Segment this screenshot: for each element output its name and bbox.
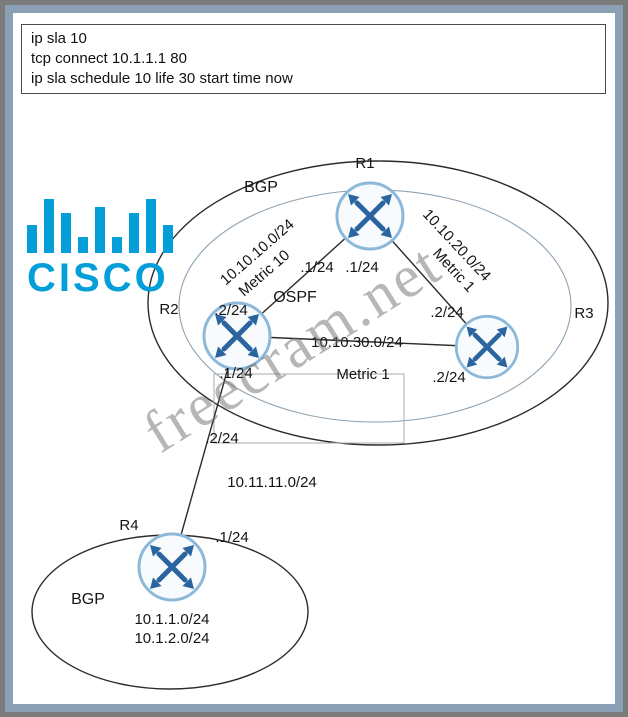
link-r2-r4	[171, 335, 238, 568]
bgp-network-2-label: 10.1.2.0/24	[134, 630, 209, 647]
bgp-bottom-label: BGP	[71, 591, 105, 608]
router-icon-r1	[337, 183, 403, 249]
cli-line-1: ip sla 10	[31, 30, 87, 47]
r2-interface-to-r3-label: .1/24	[219, 365, 252, 382]
cisco-logo-text: CISCO	[27, 256, 169, 300]
bgp-network-1-label: 10.1.1.0/24	[134, 611, 209, 628]
network-diagram: BGP OSPF BGP R1 R2 R3 R4 10.10.10.0/24 M…	[31, 155, 609, 690]
r3-interface-to-r1-label: .2/24	[430, 304, 463, 321]
router-icon-r4	[139, 534, 205, 600]
r2-r3-network-label: 10.10.30.0/24	[311, 334, 403, 351]
link-r2-r3	[236, 335, 488, 348]
router-label-r4: R4	[119, 517, 138, 534]
highlight-box	[213, 373, 405, 444]
bgp-area-ellipse	[147, 160, 609, 446]
r2-interface-to-r1-label: .2/24	[214, 302, 247, 319]
r2-r3-metric-label: Metric 1	[336, 366, 389, 383]
cli-config-box: ip sla 10 tcp connect 10.1.1.1 80 ip sla…	[21, 24, 606, 94]
cisco-logo: CISCO	[27, 199, 197, 300]
r3-interface-to-r2-label: .2/24	[432, 369, 465, 386]
r4-interface-to-r2-label: .1/24	[215, 529, 248, 546]
inner-frame: BGP OSPF BGP R1 R2 R3 R4 10.10.10.0/24 M…	[5, 5, 623, 712]
bgp-top-label: BGP	[244, 179, 278, 196]
router-label-r1: R1	[355, 155, 374, 172]
cli-line-3: ip sla schedule 10 life 30 start time no…	[31, 70, 293, 87]
ospf-label: OSPF	[273, 289, 317, 306]
router-label-r3: R3	[574, 305, 593, 322]
page: BGP OSPF BGP R1 R2 R3 R4 10.10.10.0/24 M…	[13, 13, 615, 704]
cisco-bridge-icon	[27, 199, 197, 253]
r2-r4-network-label: 10.11.11.0/24	[227, 474, 317, 491]
r2-interface-to-r4-label: .2/24	[205, 430, 238, 447]
r1-interface-to-r2-label: .1/24	[300, 259, 333, 276]
r1-interface-to-r3-label: .1/24	[345, 259, 378, 276]
router-label-r2: R2	[159, 301, 178, 318]
cli-line-2: tcp connect 10.1.1.1 80	[31, 50, 187, 67]
